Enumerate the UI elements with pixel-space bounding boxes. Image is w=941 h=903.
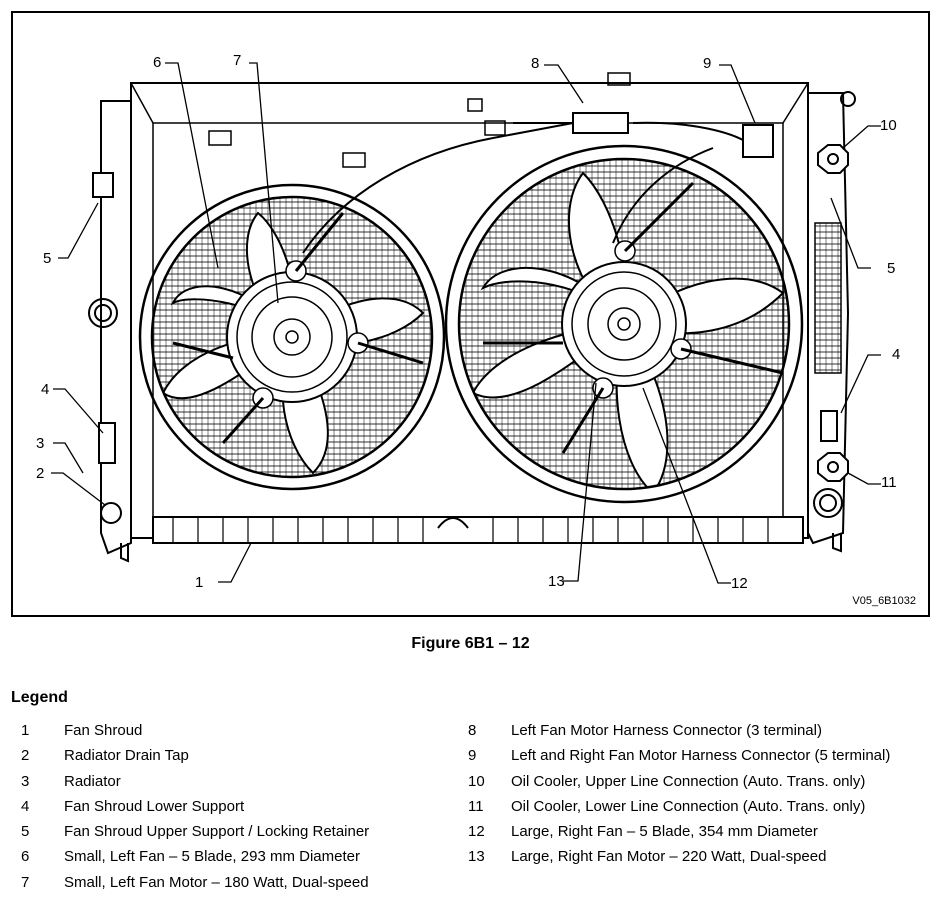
- oil-cooler-fittings: [92, 144, 849, 524]
- callout-4-left: 4: [41, 381, 50, 398]
- legend-title: Legend: [11, 689, 68, 706]
- callout-7: 7: [233, 52, 242, 69]
- fan-assembly-drawing: [51, 62, 881, 584]
- callout-2: 2: [36, 465, 45, 482]
- callout-8: 8: [531, 55, 540, 72]
- callout-11: 11: [881, 474, 897, 491]
- callout-5-left: 5: [43, 250, 52, 267]
- callout-1: 1: [195, 574, 204, 591]
- callout-6: 6: [153, 54, 162, 71]
- callout-10: 10: [880, 117, 897, 134]
- figure-frame: 1 2 3 4 4 5 5 6 7 8 9 10 11 12 13 V05_6B…: [11, 11, 930, 617]
- image-reference: V05_6B1032: [852, 595, 916, 607]
- callout-12: 12: [731, 575, 748, 592]
- small-left-fan: [138, 183, 446, 491]
- callout-leaders: [51, 62, 881, 584]
- callout-13: 13: [548, 573, 565, 590]
- wiring-harness: [302, 112, 774, 254]
- large-right-fan: [444, 144, 804, 504]
- figure-caption: Figure 6B1 – 12: [411, 635, 530, 652]
- callout-4-right: 4: [892, 346, 901, 363]
- callout-9: 9: [703, 55, 712, 72]
- callout-5-right: 5: [887, 260, 896, 277]
- callout-3: 3: [36, 435, 45, 452]
